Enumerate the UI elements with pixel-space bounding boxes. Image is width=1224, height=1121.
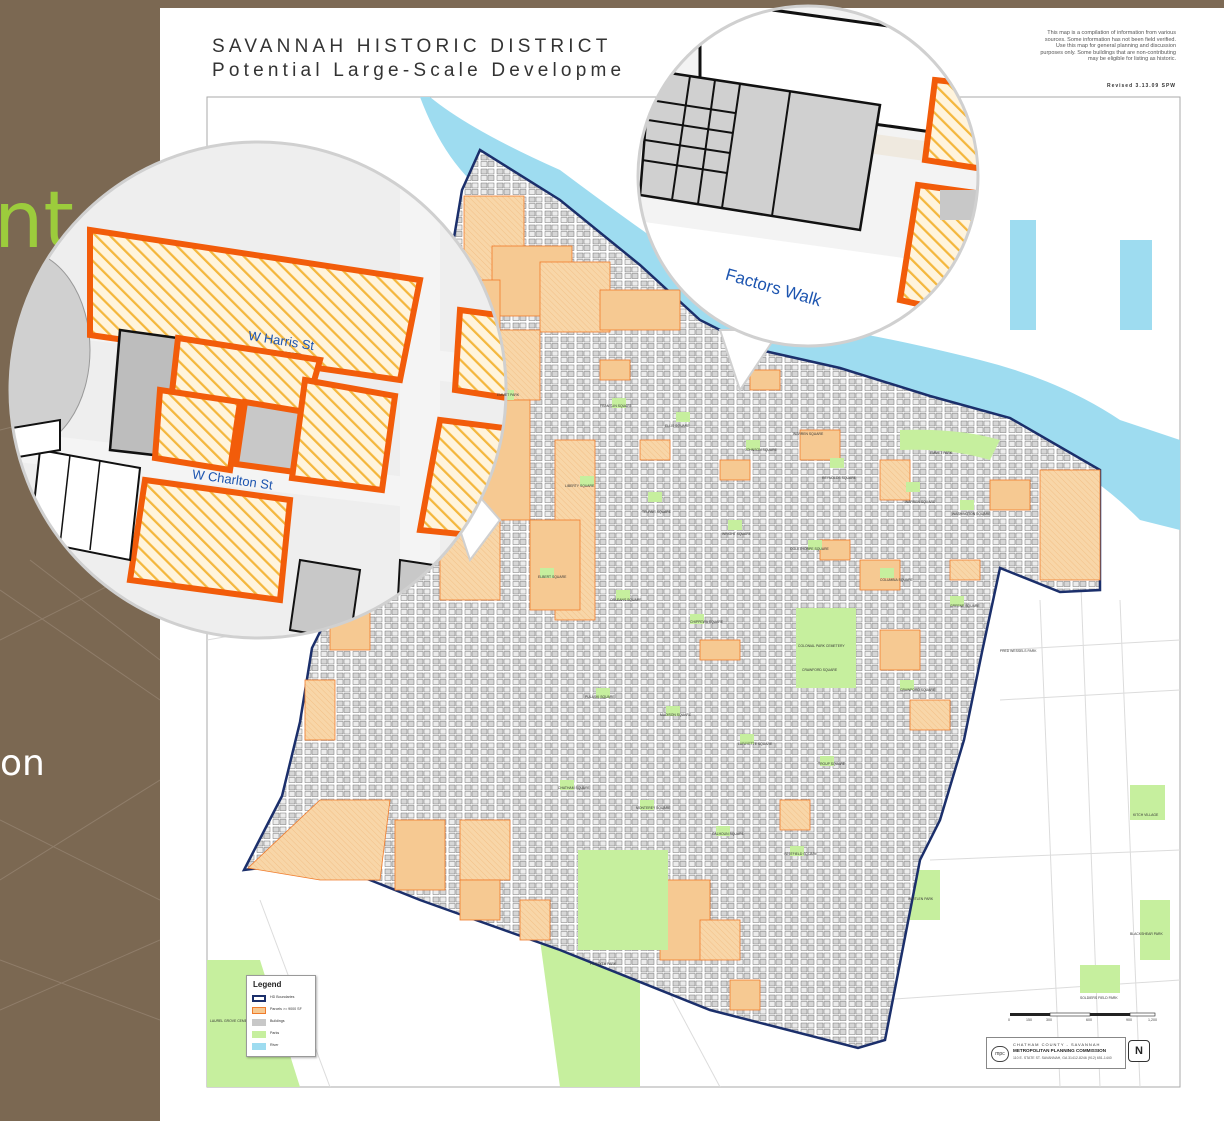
- mpc-credit-box: mpc CHATHAM COUNTY - SAVANNAH METROPOLIT…: [986, 1037, 1126, 1069]
- scale-tick-label: 300: [1046, 1018, 1052, 1022]
- scale-tick-label: 0: [1008, 1018, 1010, 1022]
- legend-item-buildings: Buildings: [252, 1018, 312, 1028]
- mpc-line-2: METROPOLITAN PLANNING COMMISSION: [1013, 1048, 1107, 1053]
- scale-tick-label: 600: [1086, 1018, 1092, 1022]
- place-label: TROUP SQUARE: [818, 762, 846, 766]
- colonial-park-shape: [796, 608, 856, 688]
- place-label: MADISON SQUARE: [660, 713, 692, 717]
- squares-and-parks: [500, 390, 1000, 950]
- place-label: WHITFIELD SQUARE: [784, 852, 818, 856]
- place-label: FRANKLIN SQUARE: [600, 404, 633, 408]
- revision-date: Revised 3.13.09 SPW: [1106, 83, 1176, 89]
- mpc-line-1: CHATHAM COUNTY - SAVANNAH: [1013, 1042, 1101, 1047]
- legend-title: Legend: [253, 980, 282, 989]
- emmet-park-shape: [900, 429, 1000, 460]
- callout-magnifier-factors-walk: [636, 4, 980, 393]
- place-label: KITCH VILLAGE: [1133, 813, 1159, 817]
- place-label: CHIPPEWA SQUARE: [690, 620, 724, 624]
- scale-tick-label: 900: [1126, 1018, 1132, 1022]
- place-label: ELLIS SQUARE: [665, 424, 690, 428]
- place-label: FRED WESSELS PARK: [1000, 649, 1037, 653]
- legend-swatch: [252, 1007, 266, 1014]
- place-label: SOLDIERS FIELD PARK: [1080, 996, 1118, 1000]
- kitch-village-shape: [1130, 785, 1165, 820]
- place-label: WASHINGTON SQUARE: [952, 512, 991, 516]
- river-inlet-east: [1120, 240, 1152, 330]
- southern-park-area: [540, 940, 640, 1087]
- scale-tick-label: 1,200: [1148, 1018, 1157, 1022]
- place-label: LAUREL GROVE CEMETERY: [210, 1019, 256, 1023]
- place-label: COLONIAL PARK CEMETERY: [798, 644, 845, 648]
- slide-body-fragment: on: [0, 743, 45, 784]
- place-label: CALHOUN SQUARE: [712, 832, 744, 836]
- legend-item-hd-boundaries: HD Boundaries: [252, 994, 312, 1004]
- legend-label: Parks: [270, 1031, 280, 1035]
- callout-magnifier-harris-charlton: [8, 140, 508, 640]
- place-label: REYNOLDS SQUARE: [822, 476, 856, 480]
- legend-swatch: [252, 995, 266, 1002]
- place-label: GREENE SQUARE: [950, 604, 980, 608]
- legend-item-parcels: Parcels >= 9000 SF: [252, 1006, 312, 1016]
- place-label: EMMET PARK: [930, 451, 953, 455]
- place-label: CRAWFORD SQUARE: [900, 688, 936, 692]
- place-label: LIBERTY SQUARE: [565, 484, 595, 488]
- place-label: WARREN SQUARE: [905, 500, 936, 504]
- forsyth-park-shape: [578, 850, 668, 950]
- place-label: ELBERT SQUARE: [538, 575, 567, 579]
- place-label: LAFAYETTE SQUARE: [738, 742, 773, 746]
- map-title: SAVANNAH HISTORIC DISTRICT: [212, 36, 612, 57]
- place-label: WHITLEN PARK: [908, 897, 934, 901]
- mpc-logo-icon: mpc: [991, 1046, 1009, 1062]
- scale-tick-label: 150: [1026, 1018, 1032, 1022]
- legend-label: Parcels >= 9000 SF: [270, 1007, 302, 1011]
- blackshear-park-shape: [1140, 900, 1170, 960]
- legend-label: Buildings: [270, 1019, 285, 1023]
- place-label: JOHNSON SQUARE: [745, 448, 777, 452]
- map-legend: Legend HD Boundaries Parcels >= 9000 SF …: [246, 975, 316, 1057]
- place-label: EMMET PARK: [497, 393, 520, 397]
- legend-item-river: River: [252, 1042, 312, 1052]
- place-label: BLACKSHEAR PARK: [1130, 932, 1163, 936]
- place-label: PULASKI SQUARE: [585, 695, 615, 699]
- legend-item-parks: Parks: [252, 1030, 312, 1040]
- place-label: CHATHAM SQUARE: [558, 786, 590, 790]
- place-label: WARREN SQUARE: [793, 432, 824, 436]
- place-label: COLUMBIA SQUARE: [880, 578, 913, 582]
- soldiers-field-shape: [1080, 965, 1120, 993]
- place-label: MONTEREY SQUARE: [636, 806, 671, 810]
- place-label: WRIGHT SQUARE: [722, 532, 751, 536]
- legend-swatch: [252, 1043, 266, 1050]
- legend-label: River: [270, 1043, 279, 1047]
- map-subtitle: Potential Large-Scale Developme: [212, 60, 626, 81]
- mpc-line-3: 110 E. STATE ST. SAVANNAH, GA 31412-8246…: [1013, 1056, 1112, 1060]
- scale-bar: [1010, 1012, 1156, 1017]
- slide-top-band: [160, 0, 1224, 8]
- river-inlet: [1010, 220, 1036, 330]
- legend-swatch: [252, 1031, 266, 1038]
- north-arrow-icon: N: [1128, 1040, 1150, 1062]
- legend-label: HD Boundaries: [270, 995, 295, 999]
- place-label: CRAWFORD SQUARE: [802, 668, 838, 672]
- place-label: ORLEANS SQUARE: [610, 598, 642, 602]
- place-label: TELFAIR SQUARE: [642, 510, 672, 514]
- place-label: FORSYTH PARK: [590, 962, 617, 966]
- base-map: [207, 97, 1180, 1087]
- legend-swatch: [252, 1019, 266, 1026]
- place-label: OGLETHORPE SQUARE: [790, 547, 829, 551]
- map-disclaimer-note: This map is a compilation of information…: [1040, 30, 1176, 62]
